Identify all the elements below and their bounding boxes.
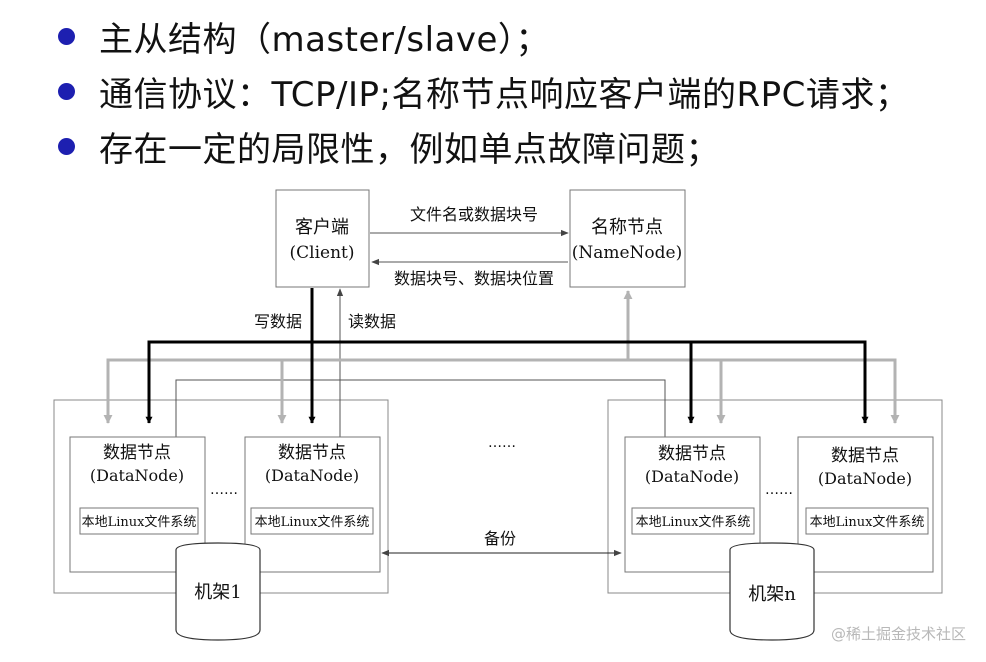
local-fs-label: 本地Linux文件系统: [636, 515, 751, 530]
bullet-dot-icon: [58, 83, 75, 100]
read-line-right: [340, 379, 666, 437]
datanode-4: 数据节点 (DataNode) 本地Linux文件系统: [797, 436, 934, 573]
namenode-label: 名称节点: [591, 217, 663, 238]
datanode-label: 数据节点: [658, 444, 726, 464]
rack1-label-shape: 机架1: [175, 542, 261, 641]
bullet-item: 通信协议：TCP/IP;名称节点响应客户端的RPC请求；: [58, 67, 909, 116]
edge-label-read: 读数据: [348, 312, 396, 331]
heartbeat-line-a: [103, 358, 628, 424]
ellipsis-middle: ……: [488, 435, 516, 451]
bullet-item: 存在一定的局限性，例如单点故障问题；: [58, 122, 720, 171]
datanode-sublabel: (DataNode): [90, 466, 184, 485]
rackn-label-shape: 机架n: [729, 542, 815, 641]
edge-label-response: 数据块号、数据块位置: [394, 269, 554, 288]
write-line-main: [145, 340, 869, 424]
client-sublabel: (Client): [290, 243, 355, 263]
rack1-label: 机架1: [194, 582, 241, 603]
namenode-node: 名称节点 (NameNode): [569, 189, 686, 288]
rackn-label: 机架n: [748, 584, 796, 605]
edge-label-backup: 备份: [484, 529, 516, 548]
local-fs-label: 本地Linux文件系统: [255, 515, 370, 530]
bullet-text: 主从结构（master/slave）；: [99, 20, 550, 60]
read-line-left: [175, 379, 340, 437]
bullet-item: 主从结构（master/slave）；: [58, 12, 550, 61]
local-fs-label: 本地Linux文件系统: [82, 515, 197, 530]
edge-label-write: 写数据: [254, 312, 302, 331]
bullet-dot-icon: [58, 28, 75, 45]
datanode-sublabel: (DataNode): [645, 467, 739, 486]
ellipsis-rack1: ……: [210, 482, 238, 498]
datanode-label: 数据节点: [831, 446, 899, 466]
datanode-label: 数据节点: [278, 443, 346, 463]
ellipsis-rackn: ……: [765, 482, 793, 498]
bullet-dot-icon: [58, 138, 75, 155]
client-label: 客户端: [295, 217, 349, 238]
datanode-sublabel: (DataNode): [265, 466, 359, 485]
datanode-2: 数据节点 (DataNode) 本地Linux文件系统: [244, 436, 381, 573]
datanode-sublabel: (DataNode): [818, 469, 912, 488]
heartbeat-line-c: [628, 358, 900, 424]
datanode-label: 数据节点: [103, 443, 171, 463]
client-node: 客户端 (Client): [275, 189, 370, 288]
bullet-text: 通信协议：TCP/IP;名称节点响应客户端的RPC请求；: [99, 75, 910, 115]
bullet-text: 存在一定的局限性，例如单点故障问题；: [99, 130, 720, 170]
namenode-sublabel: (NameNode): [572, 243, 683, 263]
watermark: @稀土掘金技术社区: [830, 625, 966, 643]
datanode-3: 数据节点 (DataNode) 本地Linux文件系统: [624, 436, 761, 573]
local-fs-label: 本地Linux文件系统: [810, 515, 925, 530]
edge-label-request: 文件名或数据块号: [410, 205, 538, 224]
